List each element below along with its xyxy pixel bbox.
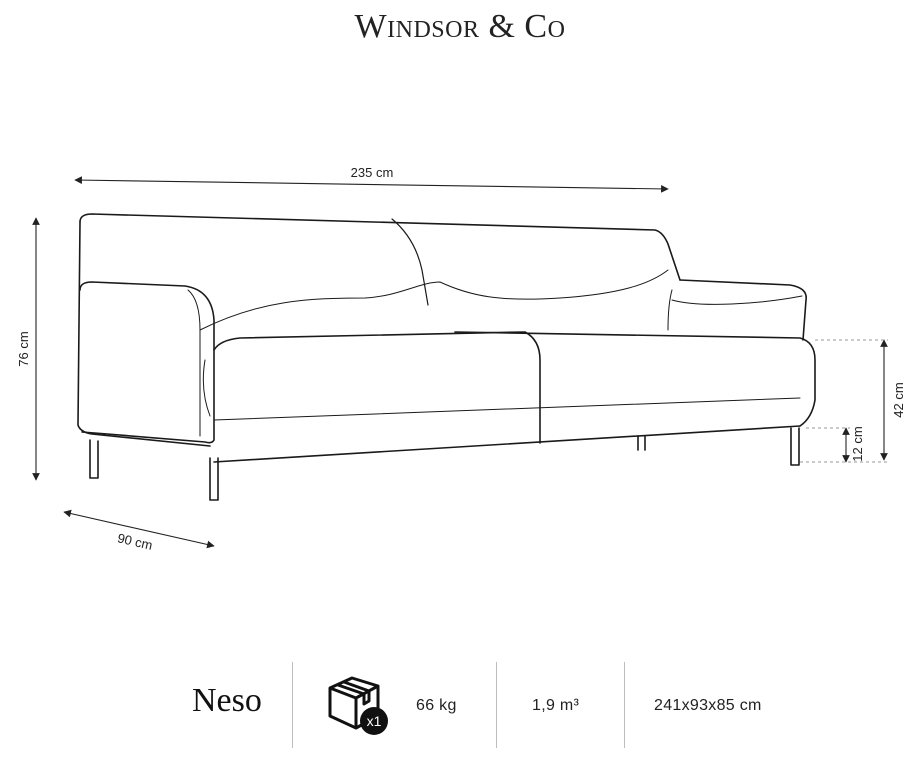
right-arm-wave bbox=[671, 295, 803, 305]
width-label: 235 cm bbox=[351, 165, 394, 180]
divider bbox=[624, 662, 625, 748]
product-name: Neso bbox=[192, 682, 262, 719]
sofa-dimension-drawing: 235 cm 76 cm 90 cm 42 cm 12 cm bbox=[16, 165, 906, 553]
leg-front-right bbox=[790, 427, 800, 466]
sofa-back bbox=[79, 213, 681, 281]
back-cushion-seam bbox=[391, 218, 429, 306]
left-arm-inner bbox=[187, 289, 201, 437]
divider bbox=[292, 662, 293, 748]
sofa-base bbox=[213, 425, 801, 463]
leg-front-left bbox=[209, 457, 219, 501]
package-size-value: 241x93x85 cm bbox=[654, 697, 762, 714]
leg-back-right bbox=[637, 435, 646, 451]
product-info-footer: Neso x1 66 kg 1,9 m³ 241x93x85 cm bbox=[0, 650, 920, 760]
height-label: 76 cm bbox=[16, 331, 31, 366]
seat-front-line bbox=[213, 397, 801, 421]
left-arm bbox=[79, 281, 215, 444]
package-count: x1 bbox=[367, 713, 382, 729]
leg-height-label: 12 cm bbox=[850, 426, 865, 461]
weight-value: 66 kg bbox=[416, 697, 457, 714]
seat-height-label: 42 cm bbox=[891, 382, 906, 417]
depth-label: 90 cm bbox=[116, 530, 154, 553]
depth-dimension-line bbox=[63, 509, 215, 549]
brand-logo: Windsor & Co bbox=[354, 8, 566, 45]
right-arm bbox=[679, 279, 807, 341]
sofa-outline bbox=[77, 213, 816, 501]
seat-front bbox=[202, 359, 211, 417]
right-arm-inner bbox=[667, 289, 673, 331]
leg-back-left bbox=[89, 439, 99, 479]
package-box-icon: x1 bbox=[328, 676, 388, 735]
seat-cushion-right bbox=[454, 331, 816, 427]
seat-cushion-left bbox=[213, 331, 541, 444]
sofa-left-side bbox=[77, 221, 211, 447]
divider bbox=[496, 662, 497, 748]
volume-value: 1,9 m³ bbox=[532, 697, 580, 714]
back-cushion-wave bbox=[199, 269, 669, 331]
width-dimension-line bbox=[74, 176, 669, 193]
